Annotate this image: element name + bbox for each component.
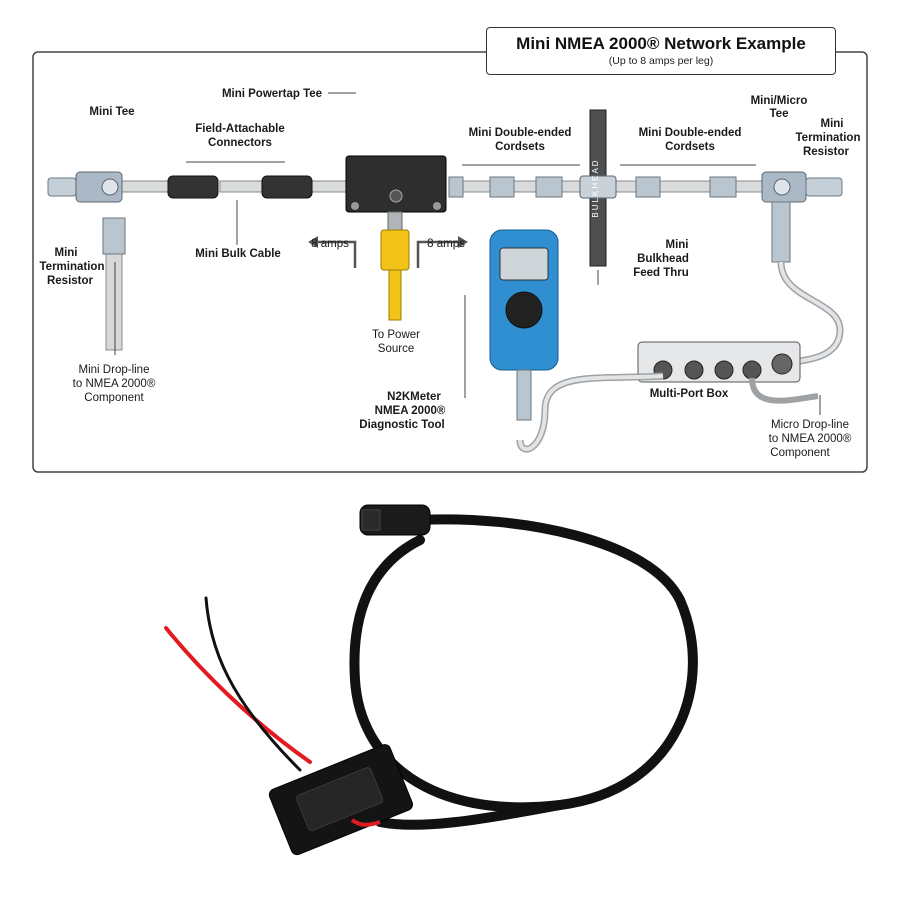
diagram-title-box: Mini NMEA 2000® Network Example (Up to 8… [486, 27, 836, 75]
label-field-attachable-1: Field-Attachable [195, 123, 284, 135]
label-mini-micro-tee-1: Mini/Micro [751, 95, 808, 107]
black-cable-tail [375, 800, 565, 830]
cordset-connector-icon [709, 176, 737, 198]
red-wire-stub [350, 818, 381, 827]
label-drop-line-3: Component [84, 392, 144, 404]
meter-drop-cable-highlight [518, 374, 664, 452]
power-source-connector-icon [380, 229, 410, 271]
cordset-connector-icon [489, 176, 515, 198]
label-bulkhead-2: Bulkhead [637, 253, 689, 265]
label-amps-right: 8 amps [427, 238, 465, 250]
field-attachable-connector-left-icon [167, 175, 219, 199]
diagram-frame [32, 51, 868, 473]
drop-line-connector [102, 217, 126, 255]
cordset-cable-right [609, 180, 771, 193]
powertap-screw [433, 202, 441, 210]
label-double-ended-right-1: Mini Double-ended [639, 127, 742, 139]
diagram-title: Mini NMEA 2000® Network Example [516, 34, 806, 53]
label-field-attachable-2: Connectors [208, 137, 272, 149]
label-drop-line-1: Mini Drop-line [79, 364, 150, 376]
left-termination-resistor-icon [47, 177, 77, 197]
label-n2k-1: N2KMeter [387, 391, 441, 403]
fuse-holder-cap [296, 767, 384, 831]
label-n2k-3: Diagnostic Tool [359, 419, 444, 431]
field-attachable-connector-right-icon [261, 175, 313, 199]
n2kmeter-cable-connector [516, 369, 532, 421]
red-power-wire [164, 626, 312, 764]
label-term-right-1: Mini [821, 118, 844, 130]
black-cable-loop [349, 514, 698, 813]
cordset-connector-icon [448, 176, 464, 198]
label-bulkhead-1: Mini [666, 239, 689, 251]
right-termination-resistor-icon [805, 177, 843, 197]
label-bulkhead-word: BULKHEAD [591, 158, 600, 217]
label-mini-micro-tee-2: Tee [770, 108, 789, 120]
micro-drop-line-cable [749, 377, 819, 404]
label-term-left-2: Termination [40, 261, 105, 273]
label-to-power-1: To Power [372, 329, 420, 341]
label-to-power-2: Source [378, 343, 414, 355]
label-term-left-3: Resistor [47, 275, 94, 287]
diagram-subtitle: (Up to 8 amps per leg) [608, 55, 714, 67]
label-micro-drop-2: to NMEA 2000® [769, 433, 852, 445]
label-multi-port-box: Multi-Port Box [650, 388, 729, 400]
power-connector [387, 211, 403, 231]
mini-tee-port [101, 178, 119, 196]
label-mini-powertap-tee: Mini Powertap Tee [222, 88, 322, 100]
multi-port-port-3 [714, 360, 734, 380]
cordset-connector-icon [635, 176, 661, 198]
multi-port-port-4 [742, 360, 762, 380]
powertap-tee-icon [345, 155, 447, 213]
label-amps-left: 8 amps [311, 238, 349, 250]
n2kmeter-display [499, 247, 549, 281]
fused-power-cable-icon [164, 504, 698, 856]
n2kmeter-dial-icon [505, 291, 543, 329]
amps-arrow-right-icon [416, 240, 458, 268]
cordset-connector-icon [535, 176, 563, 198]
label-drop-line-2: to NMEA 2000® [73, 378, 156, 390]
mini-micro-tee-port [773, 178, 791, 196]
label-term-right-2: Termination [796, 132, 861, 144]
multi-port-port-2 [684, 360, 704, 380]
arrow-head-left [308, 236, 318, 248]
micro-drop-cable-highlight [779, 261, 843, 364]
label-double-ended-left-1: Mini Double-ended [469, 127, 572, 139]
label-term-left-1: Mini [55, 247, 78, 259]
label-bulkhead-3: Feed Thru [633, 267, 689, 279]
label-n2k-2: NMEA 2000® [375, 405, 446, 417]
label-double-ended-left-2: Cordsets [495, 141, 545, 153]
label-term-right-3: Resistor [803, 146, 850, 158]
label-double-ended-right-2: Cordsets [665, 141, 715, 153]
multi-port-port-5 [771, 353, 793, 375]
amps-arrow-left-icon [318, 240, 357, 268]
arrow-head-right [458, 236, 468, 248]
powertap-screw [351, 202, 359, 210]
label-micro-drop-1: Micro Drop-line [771, 419, 849, 431]
label-mini-bulk-cable: Mini Bulk Cable [195, 248, 281, 260]
black-ground-wire [204, 596, 302, 772]
connector-grip [361, 509, 381, 531]
powertap-logo-icon [389, 189, 403, 203]
bulkhead-feed-thru-icon [579, 175, 617, 199]
label-mini-tee: Mini Tee [89, 106, 134, 118]
label-micro-drop-3: Component [770, 447, 830, 459]
micro-tee-drop-connector [771, 201, 791, 263]
power-source-cable [388, 269, 402, 321]
